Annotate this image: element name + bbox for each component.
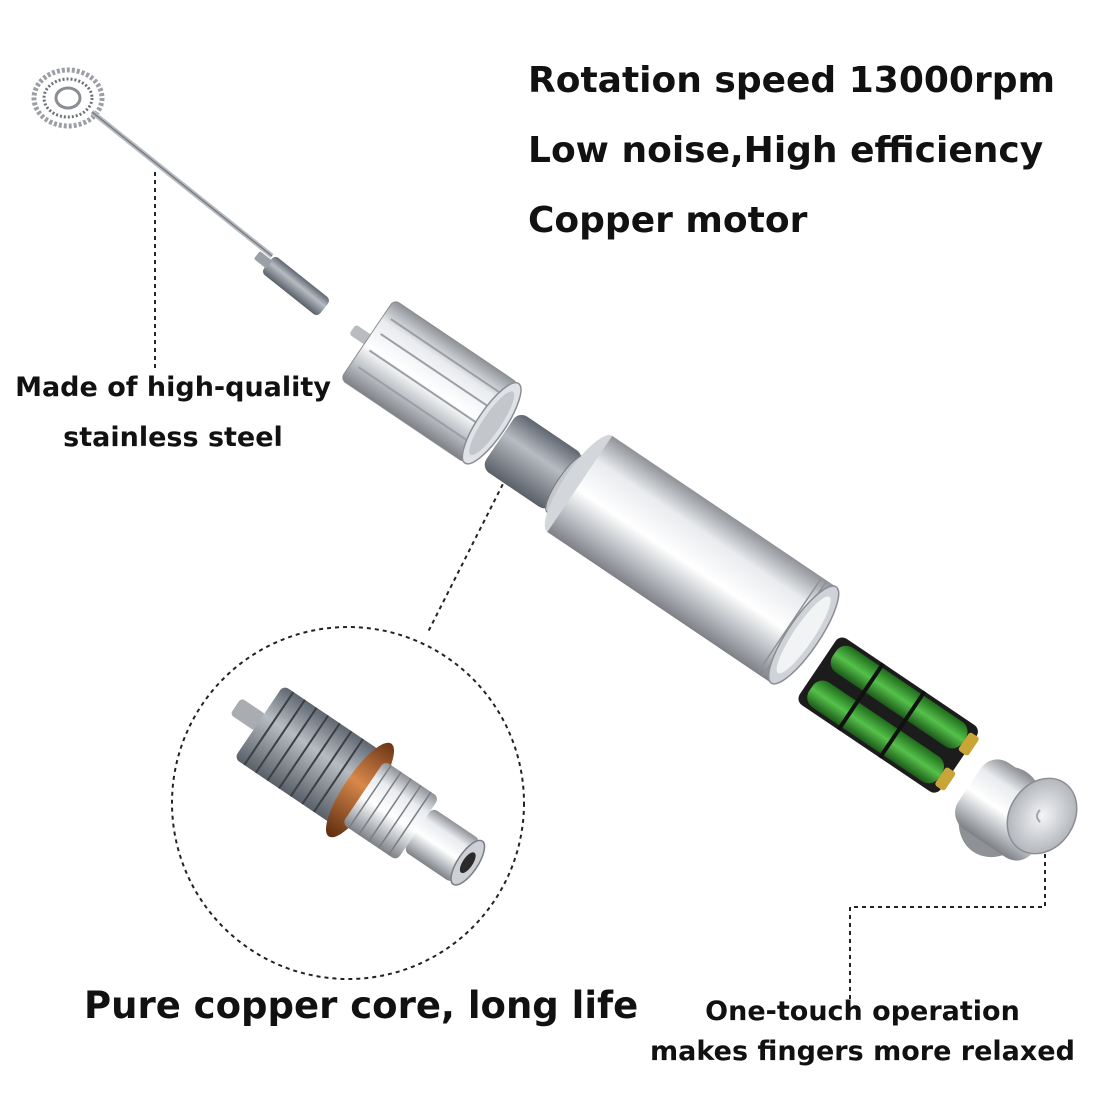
motor-leader-line (427, 469, 511, 633)
callout-copper-core: Pure copper core, long life (84, 984, 639, 1027)
callout-button-line1: One-touch operation (705, 996, 1020, 1027)
button-leader-line (849, 822, 1046, 1000)
steel-tube-icon (544, 435, 840, 685)
fluted-housing-icon (342, 301, 522, 465)
callout-steel-line1: Made of high-quality (15, 372, 331, 403)
leader-lines (154, 172, 1046, 1000)
detail-circle (171, 626, 525, 980)
power-button-cap-icon (955, 759, 1078, 861)
feature-copper-motor: Copper motor (528, 200, 808, 241)
callout-steel-line2: stainless steel (63, 422, 283, 453)
battery-pack-icon (798, 637, 979, 793)
feature-rotation-speed: Rotation speed 13000rpm (528, 60, 1056, 101)
callout-button-line2: makes fingers more relaxed (650, 1036, 1075, 1067)
motor-armature-icon (231, 687, 486, 886)
feature-low-noise: Low noise,High efficiency (528, 130, 1044, 171)
whisk-head-icon (31, 67, 329, 315)
